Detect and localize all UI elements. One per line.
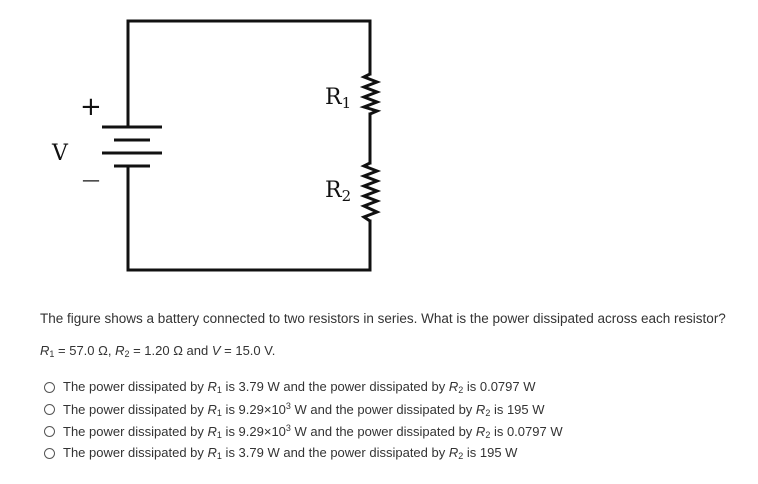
resistor-r1 (359, 72, 382, 116)
option-label: The power dissipated by R1 is 3.79 W and… (63, 445, 518, 461)
radio-button[interactable] (44, 447, 55, 459)
top-wire (126, 19, 372, 76)
radio-button[interactable] (44, 425, 55, 437)
option-label: The power dissipated by R1 is 3.79 W and… (63, 379, 536, 395)
radio-button[interactable] (44, 381, 55, 393)
radio-button[interactable] (44, 403, 55, 415)
question-text: The figure shows a battery connected to … (40, 311, 726, 326)
plus-sign: + (80, 92, 102, 122)
option-label: The power dissipated by R1 is 9.29×103 W… (63, 422, 563, 440)
answer-options: The power dissipated by R1 is 3.79 W and… (44, 376, 563, 464)
voltage-label: V (51, 141, 69, 166)
given-values: R1 = 57.0 Ω, R2 = 1.20 Ω and V = 15.0 V. (40, 343, 276, 359)
circuit-diagram: V + — R1 R2 (51, 19, 382, 272)
answer-option-4[interactable]: The power dissipated by R1 is 3.79 W and… (44, 442, 563, 464)
r2-label: R2 (325, 178, 351, 205)
resistor-r2 (359, 161, 382, 223)
left-wire-bottom (126, 164, 372, 272)
r1-label: R1 (325, 85, 351, 112)
option-label: The power dissipated by R1 is 9.29×103 W… (63, 400, 545, 418)
minus-sign: — (82, 170, 100, 191)
answer-option-1[interactable]: The power dissipated by R1 is 3.79 W and… (44, 376, 563, 398)
answer-option-2[interactable]: The power dissipated by R1 is 9.29×103 W… (44, 398, 563, 420)
answer-option-3[interactable]: The power dissipated by R1 is 9.29×103 W… (44, 420, 563, 442)
